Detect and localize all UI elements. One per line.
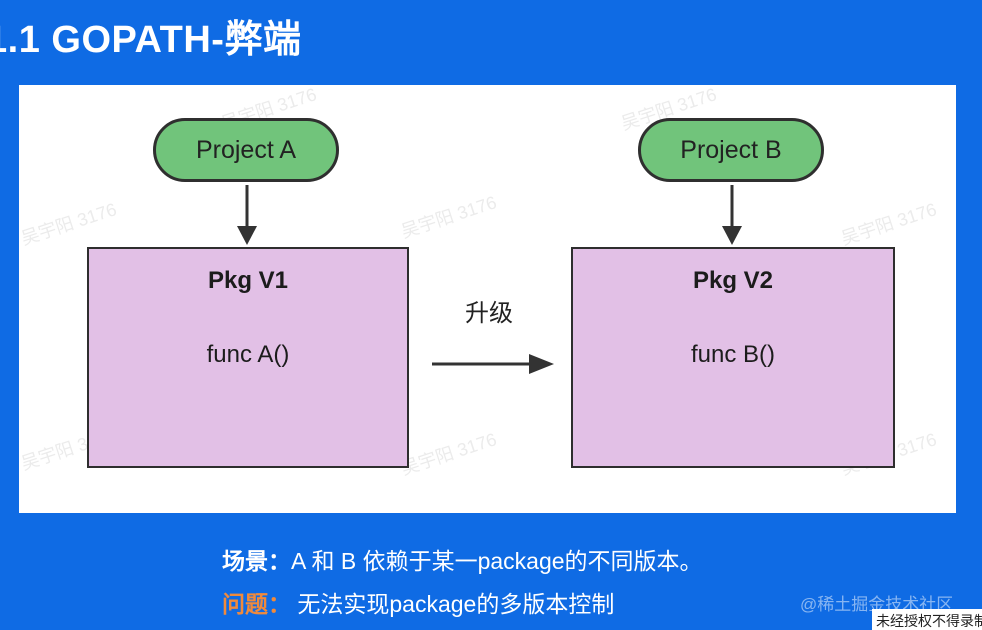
scene-caption: 场景：A 和 B 依赖于某一package的不同版本。 <box>222 542 703 576</box>
scene-text: A 和 B 依赖于某一package的不同版本。 <box>291 548 703 574</box>
pkg-v2-box: Pkg V2 func B() <box>571 247 895 468</box>
connector-arrows <box>237 185 742 374</box>
pkg-v2-func: func B() <box>690 341 776 368</box>
arrow-head-b <box>722 226 742 245</box>
pkg-v1-box: Pkg V1 func A() <box>87 247 409 468</box>
project-a-node: Project A <box>153 118 339 182</box>
problem-label: 问题： <box>222 591 291 617</box>
diagram-panel: 吴宇阳 3176 吴宇阳 3176 吴宇阳 3176 吴宇阳 3176 吴宇阳 … <box>19 84 956 513</box>
slide-title: 1.1 GOPATH-弊端 <box>0 19 302 61</box>
arrow-head-a <box>237 226 257 245</box>
problem-caption: 问题： 无法实现package的多版本控制 <box>222 585 614 619</box>
pkg-v1-func: func A() <box>206 341 290 368</box>
scene-label: 场景： <box>222 548 291 574</box>
project-b-node: Project B <box>638 118 824 182</box>
pkg-v1-title: Pkg V1 <box>207 267 289 294</box>
problem-text: 无法实现package的多版本控制 <box>291 591 615 617</box>
upgrade-label: 升级 <box>465 300 513 327</box>
upgrade-arrow-head <box>529 354 554 374</box>
recording-notice: 未经授权不得录制 <box>872 609 982 630</box>
pkg-v2-title: Pkg V2 <box>692 267 774 294</box>
